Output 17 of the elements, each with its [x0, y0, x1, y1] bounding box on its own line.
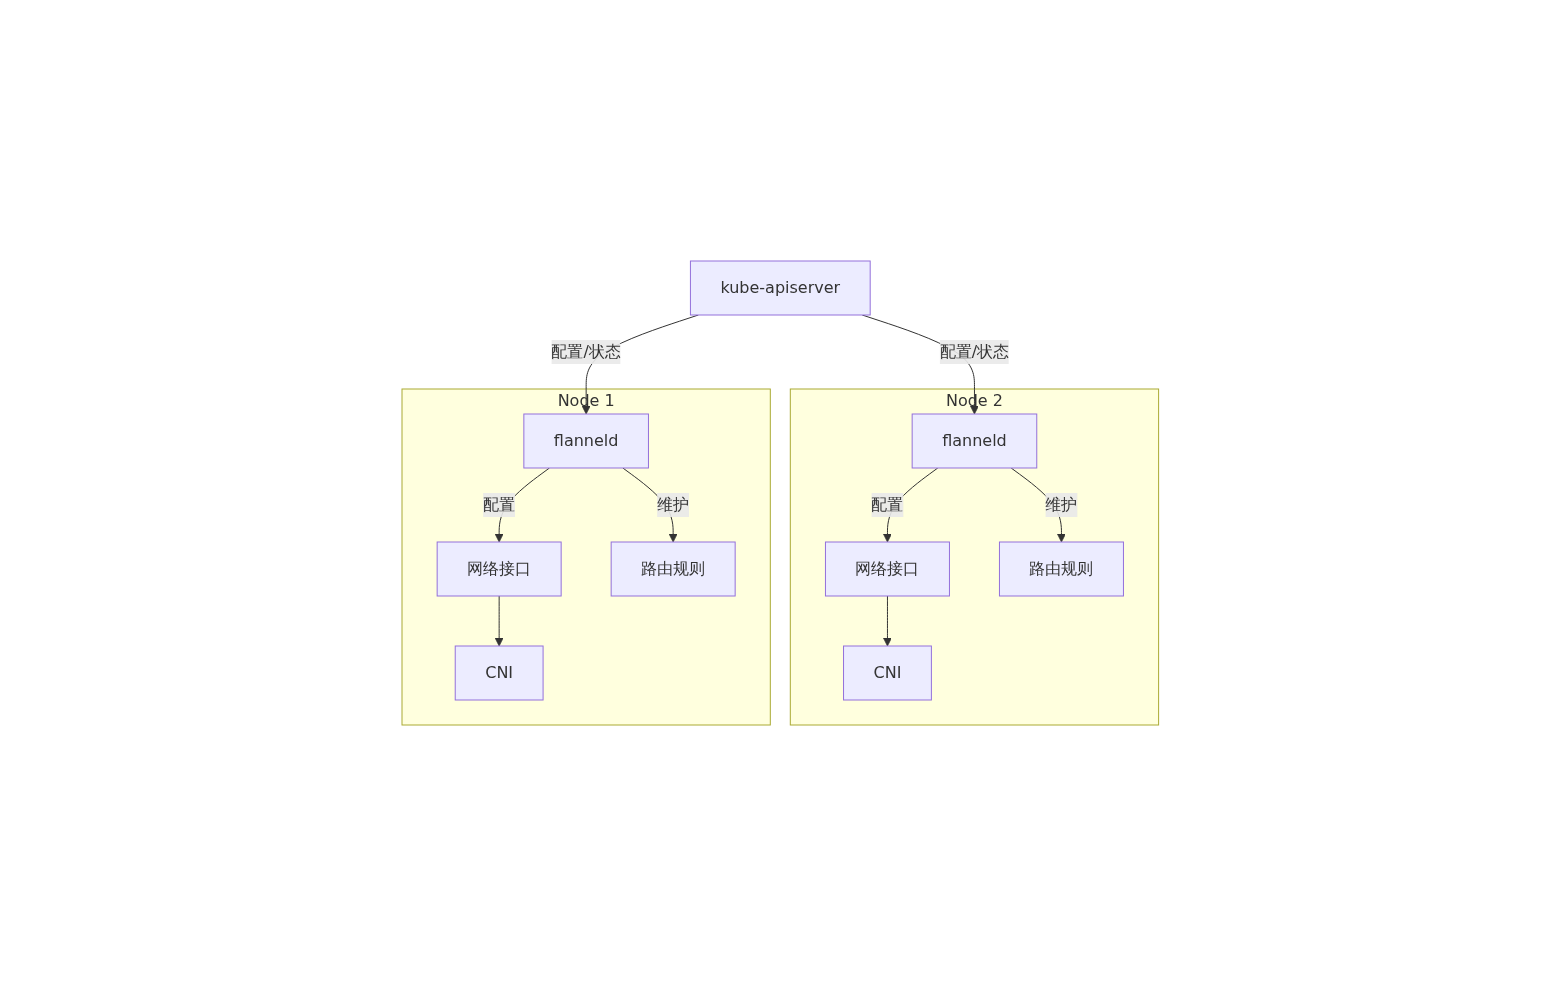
edge-label: 配置/状态 — [939, 342, 1009, 361]
node-box: 路由规则 — [610, 541, 736, 597]
edge-label: 配置 — [871, 495, 904, 514]
edge-label: 维护 — [656, 495, 689, 514]
node-box: kube-apiserver — [689, 260, 871, 316]
edge-label: 配置 — [482, 495, 515, 514]
node-box: CNI — [842, 645, 932, 701]
node-box: flanneld — [523, 413, 649, 469]
edge-label: 维护 — [1045, 495, 1078, 514]
node-box: 路由规则 — [998, 541, 1124, 597]
edge-label: 配置/状态 — [551, 342, 621, 361]
node-box: 网络接口 — [436, 541, 562, 597]
arrow — [882, 595, 892, 647]
node-box: 网络接口 — [824, 541, 950, 597]
arrow — [494, 595, 504, 647]
node-box: CNI — [454, 645, 544, 701]
node-box: flanneld — [911, 413, 1037, 469]
